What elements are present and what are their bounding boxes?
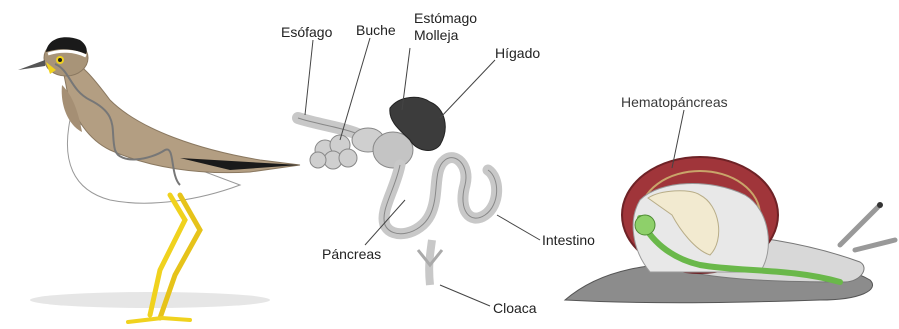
label-gizzard: Molleja (414, 27, 458, 43)
bird-beak (18, 60, 45, 70)
leader-lines (305, 38, 540, 306)
snail-tentacle-lower (855, 240, 895, 250)
snail-illustration (565, 110, 895, 303)
label-intestine: Intestino (542, 232, 595, 248)
snail-stomach (635, 215, 655, 235)
label-cloaca: Cloaca (493, 300, 537, 316)
bird-illustration (18, 37, 300, 322)
label-pancreas: Páncreas (322, 246, 381, 262)
label-liver: Hígado (495, 45, 540, 61)
label-esophagus: Esófago (281, 24, 332, 40)
bird-eye (58, 58, 62, 62)
snail-tentacle-upper (840, 205, 880, 245)
label-hepatopancreas: Hematopáncreas (621, 94, 728, 110)
bird-organs-illustration (298, 38, 540, 306)
crop-organ (310, 135, 357, 169)
intestine-organ (384, 158, 497, 234)
label-stomach: Estómago (414, 10, 477, 26)
bird-feet (128, 318, 190, 322)
snail-eye (877, 202, 883, 208)
label-crop: Buche (356, 22, 396, 38)
